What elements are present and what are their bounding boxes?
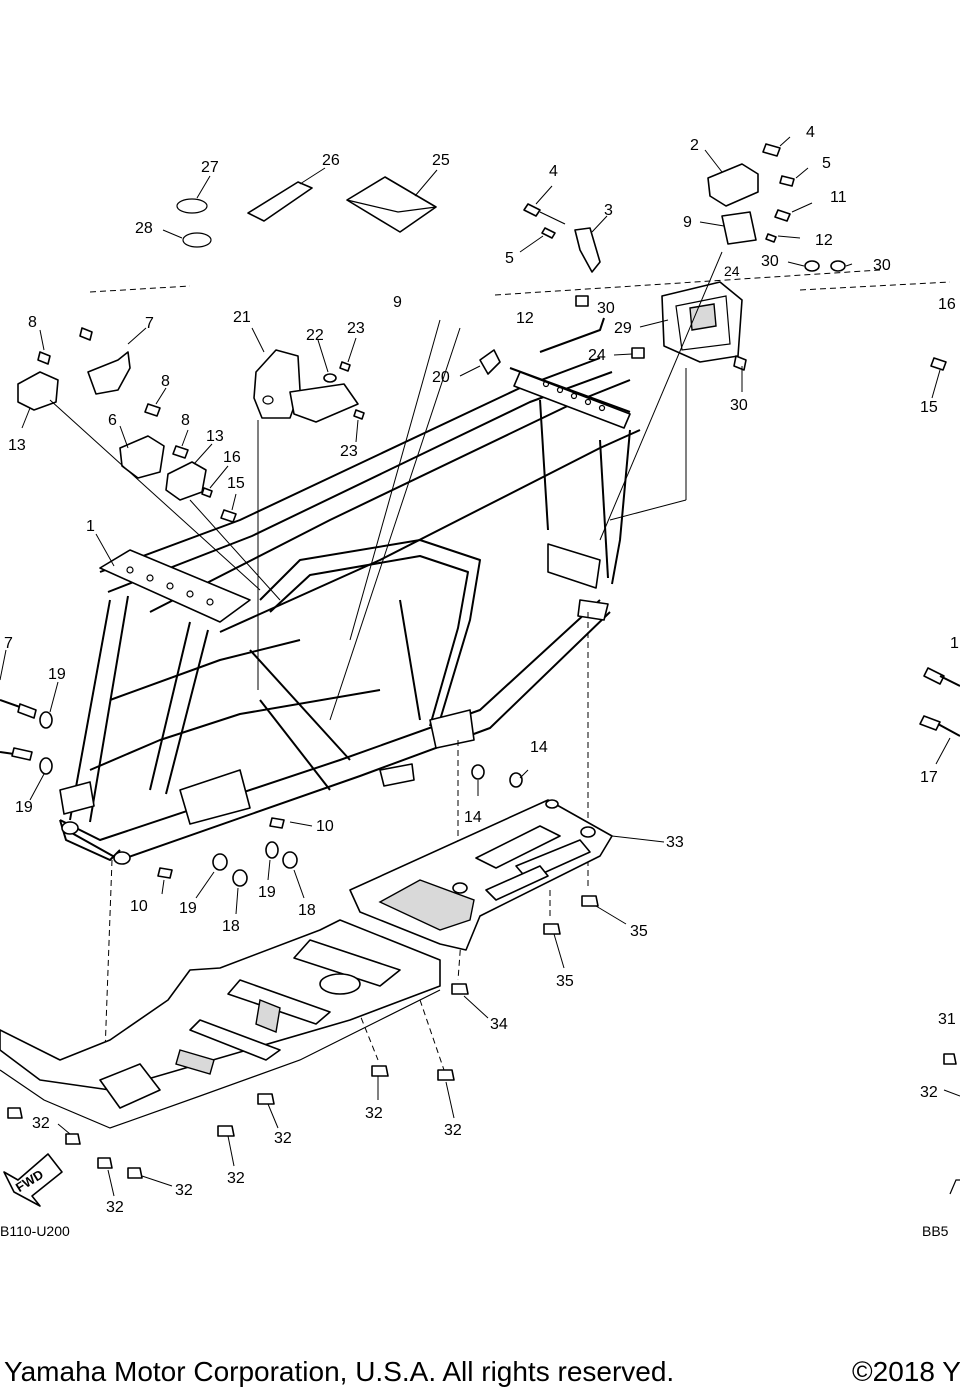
callout-13b: 13 <box>206 428 224 445</box>
callout-21: 21 <box>233 309 251 326</box>
callout-23b: 23 <box>340 443 358 460</box>
callout-33: 33 <box>666 834 684 851</box>
callout-19b: 19 <box>15 799 33 816</box>
callout-11: 11 <box>830 189 847 206</box>
callout-32h: 32 <box>920 1084 938 1101</box>
callout-23a: 23 <box>347 320 365 337</box>
callout-6: 6 <box>108 412 117 429</box>
o-ring-28 <box>162 229 212 248</box>
callout-15b: 15 <box>920 399 938 416</box>
bolts-32 <box>7 1053 960 1197</box>
fasteners-lower <box>157 764 529 915</box>
callout-24a: 24 <box>724 263 740 279</box>
callout-1: 1 <box>86 518 95 535</box>
callout-16: 16 <box>223 449 241 466</box>
callout-2: 2 <box>690 137 699 154</box>
callout-19a: 19 <box>48 666 66 683</box>
callout-35b: 35 <box>556 973 574 990</box>
callout-19c: 19 <box>179 900 197 917</box>
callout-30a: 30 <box>761 253 779 270</box>
bolts-34-35 <box>451 895 627 1019</box>
bracket-13-center <box>165 443 237 523</box>
callout-13a: 13 <box>8 437 26 454</box>
bracket-20 <box>459 349 501 377</box>
callout-14b: 14 <box>464 809 482 826</box>
callout-16b: 16 <box>938 296 956 313</box>
callout-labels: 27 28 26 25 4 3 5 2 4 5 11 9 12 30 30 24… <box>0 124 959 1239</box>
callout-26: 26 <box>322 152 340 169</box>
bracket-13-left <box>17 371 59 429</box>
callout-22: 22 <box>306 327 324 344</box>
callout-32e: 32 <box>32 1115 50 1132</box>
code-left: B110-U200 <box>0 1223 70 1239</box>
callout-8a: 8 <box>28 314 37 331</box>
callout-17: 17 <box>920 769 938 786</box>
callout-15: 15 <box>227 475 245 492</box>
callout-10b: 10 <box>130 898 148 915</box>
envelope-25 <box>346 169 438 233</box>
callout-32f: 32 <box>175 1182 193 1199</box>
main-frame-1 <box>59 317 641 865</box>
bracket-29 <box>575 260 853 392</box>
copyright-year: ©2018 Y <box>852 1356 960 1387</box>
callout-25: 25 <box>432 152 450 169</box>
callout-30c: 30 <box>597 300 615 317</box>
skid-plate-main <box>0 919 441 1129</box>
bracket-3 <box>519 185 608 273</box>
copyright-text: Yamaha Motor Corporation, U.S.A. All rig… <box>4 1356 675 1387</box>
fwd-arrow <box>3 1153 63 1207</box>
o-ring-27 <box>176 175 211 214</box>
skid-plate-33 <box>349 799 665 951</box>
callout-5b: 5 <box>822 155 831 172</box>
callout-29: 29 <box>614 320 632 337</box>
callout-12b: 12 <box>516 310 534 327</box>
callout-12: 12 <box>815 232 833 249</box>
footer: Yamaha Motor Corporation, U.S.A. All rig… <box>0 1348 960 1399</box>
bracket-2 <box>699 136 813 245</box>
callout-3: 3 <box>604 202 613 219</box>
callout-32g: 32 <box>106 1199 124 1216</box>
cover-21 <box>251 327 365 443</box>
callout-24: 24 <box>588 347 606 364</box>
bracket-6 <box>119 387 189 479</box>
callout-9: 9 <box>683 214 692 231</box>
callout-19d: 19 <box>258 884 276 901</box>
callout-31: 31 <box>938 1011 956 1028</box>
callout-7b: 7 <box>4 635 13 652</box>
callout-9b: 9 <box>393 294 402 311</box>
callout-18b: 18 <box>298 902 316 919</box>
guard-26 <box>247 167 326 222</box>
code-right: BB5 <box>922 1223 949 1239</box>
callout-32a: 32 <box>365 1105 383 1122</box>
callout-27: 27 <box>201 159 219 176</box>
callout-35a: 35 <box>630 923 648 940</box>
callout-34: 34 <box>490 1016 508 1033</box>
callout-32b: 32 <box>444 1122 462 1139</box>
callout-4: 4 <box>549 163 558 180</box>
callout-30b: 30 <box>873 257 891 274</box>
callout-5: 5 <box>505 250 514 267</box>
callout-8c: 8 <box>181 412 190 429</box>
callout-7: 7 <box>145 315 154 332</box>
bracket-7 <box>37 327 147 395</box>
callout-20: 20 <box>432 369 450 386</box>
callout-10a: 10 <box>316 818 334 835</box>
bolts-right <box>919 357 960 765</box>
fwd-arrow-right <box>949 1179 960 1195</box>
callout-1b: 1 <box>950 635 959 652</box>
bolts-left <box>0 649 59 801</box>
callout-4b: 4 <box>806 124 815 141</box>
callout-14a: 14 <box>530 739 548 756</box>
frame-parts-diagram: 27 28 26 25 4 3 5 2 4 5 11 9 12 30 30 24… <box>0 124 960 1239</box>
callout-32d: 32 <box>227 1170 245 1187</box>
callout-8b: 8 <box>161 373 170 390</box>
callout-28: 28 <box>135 220 153 237</box>
callout-32c: 32 <box>274 1130 292 1147</box>
callout-18a: 18 <box>222 918 240 935</box>
callout-30d: 30 <box>730 397 748 414</box>
